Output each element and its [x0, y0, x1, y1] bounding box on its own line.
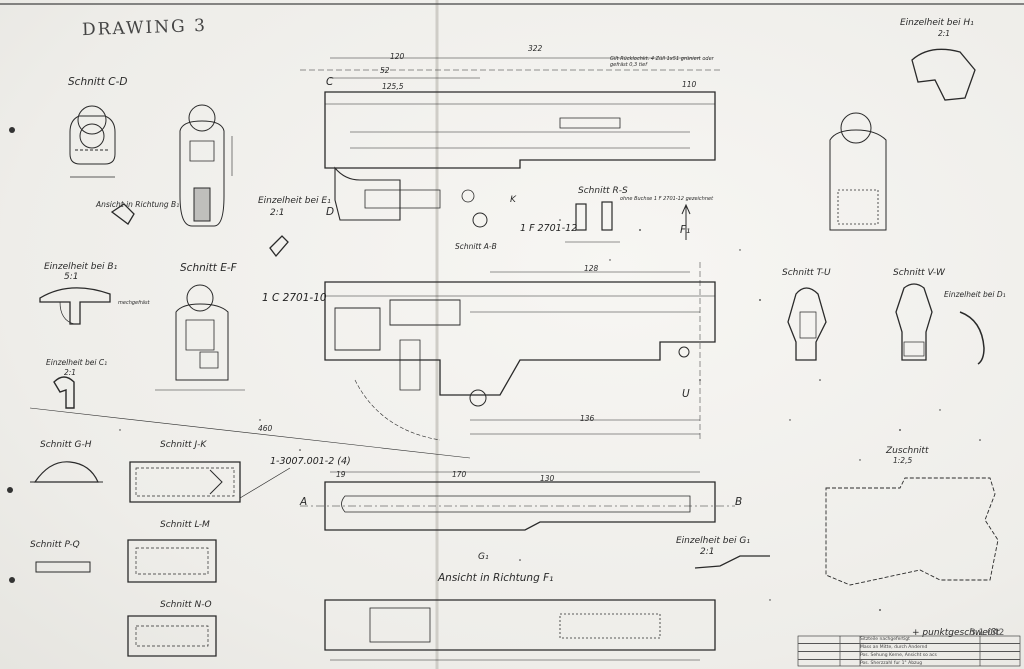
label-detail-h1: Einzelheit bei H₁ — [900, 18, 974, 28]
dim-170: 170 — [452, 470, 467, 479]
part-number-main: 1 C 2701-10 — [262, 292, 327, 304]
title-block-row: Pos. Sehung Kerne, Ansicht so acs — [798, 652, 1020, 660]
cut-letter-d: D — [326, 206, 335, 218]
label-section-lm: Schnitt L-M — [160, 520, 210, 530]
label-section-ef: Schnitt E-F — [180, 262, 237, 274]
detail-e1 — [269, 235, 289, 258]
receiver-top-view — [300, 57, 720, 228]
detail-c1 — [53, 376, 75, 409]
section-vw — [895, 283, 933, 361]
label-detail-c1-scale: 2:1 — [64, 368, 77, 377]
blank-outline — [825, 477, 999, 586]
section-right-view — [829, 112, 887, 231]
part-number-small: 1 F 2701-12 — [520, 223, 578, 234]
arrow-label-f1: F₁ — [680, 224, 691, 236]
section-jk — [129, 461, 241, 503]
dim-128: 128 — [584, 264, 599, 273]
label-detail-b1-scale: 5:1 — [64, 272, 79, 282]
detail-b1 — [39, 287, 111, 325]
label-view-f1: Ansicht in Richtung F₁ — [438, 572, 554, 584]
label-zuschnitt: Zuschnitt — [886, 446, 929, 456]
label-detail-b1: Einzelheit bei B₁ — [44, 262, 118, 272]
receiver-side-view — [29, 262, 716, 459]
label-section-tu: Schnitt T-U — [782, 268, 831, 278]
view-b1-detail — [110, 203, 135, 225]
scan-noise — [7, 127, 981, 611]
label-detail-g1: Einzelheit bei G₁ — [676, 536, 750, 546]
section-no — [127, 615, 217, 657]
dim-460: 460 — [258, 424, 273, 433]
section-tu — [787, 287, 827, 361]
title-block-row: Mass an Mitte, durch Andernd — [798, 644, 1020, 652]
label-section-vw: Schnitt V-W — [893, 268, 945, 278]
part-number-rail: 1-3007.001-2 (4) — [270, 456, 351, 467]
section-rs-parts — [565, 201, 620, 243]
detail-g1 — [694, 555, 770, 569]
note-groove: Gilt Rücklochkt. 4 Züll 1x51 grüniert od… — [610, 56, 714, 68]
dim-125-5: 125,5 — [382, 82, 404, 91]
label-detail-h1-scale: 2:1 — [938, 29, 951, 38]
label-section-gh: Schnitt G-H — [40, 440, 92, 450]
label-k: K — [510, 195, 516, 205]
label-section-jk: Schnitt J-K — [160, 440, 207, 450]
dim-322: 322 — [528, 44, 543, 53]
label-g1: G₁ — [478, 552, 489, 562]
note-milled: mechgefräst — [118, 300, 150, 306]
label-detail-g1-scale: 2:1 — [700, 547, 715, 557]
cut-letter-c: C — [326, 76, 334, 88]
cut-letter-u: U — [682, 388, 690, 400]
section-lm — [127, 539, 217, 583]
dim-110: 110 — [682, 80, 697, 89]
receiver-bottom-rail — [300, 471, 735, 531]
note-spot-welded: + punktgeschweißt — [912, 628, 1000, 638]
dim-120: 120 — [390, 52, 405, 61]
note-bushing: ohne Buchse 1 F 2701-12 gezeichnet — [620, 196, 714, 202]
label-section-ab: Schnitt A-B — [455, 242, 497, 251]
dim-136: 136 — [580, 414, 595, 423]
label-detail-d1: Einzelheit bei D₁ — [944, 290, 1006, 299]
section-ef-view — [155, 284, 245, 391]
view-f1 — [324, 599, 716, 661]
label-section-rs: Schnitt R-S — [578, 186, 628, 196]
dim-52: 52 — [380, 66, 390, 75]
detail-h1 — [911, 48, 976, 101]
section-cd-view — [69, 105, 116, 178]
cut-letter-b: B — [735, 496, 743, 508]
dim-130: 130 — [540, 474, 555, 483]
detail-d1 — [959, 311, 985, 365]
section-pq — [35, 561, 91, 573]
section-cd-view-2 — [179, 104, 233, 227]
stamp-number: 3.1.042 — [970, 628, 1005, 638]
label-section-pq: Schnitt P-Q — [30, 540, 80, 550]
label-detail-e1: Einzelheit bei E₁ — [258, 196, 331, 206]
section-gh — [33, 461, 99, 483]
label-zuschnitt-scale: 1:2,5 — [893, 456, 913, 465]
dim-19: 19 — [336, 470, 346, 479]
title-block-row: Pos. Sherzzahl fur 1° Abzug — [860, 661, 923, 666]
label-section-no: Schnitt N-O — [160, 600, 212, 610]
title-block: Sitzteile nachgefertigt Mass an Mitte, d… — [798, 636, 1020, 666]
cut-letter-a: A — [300, 496, 308, 508]
title-block-row: Sitzteile nachgefertigt — [798, 636, 1020, 644]
label-view-b1: Ansicht in Richtung B₁ — [96, 200, 180, 209]
label-detail-e1-scale: 2:1 — [270, 208, 285, 218]
label-section-cd: Schnitt C-D — [68, 76, 128, 88]
label-detail-c1: Einzelheit bei C₁ — [46, 358, 108, 367]
